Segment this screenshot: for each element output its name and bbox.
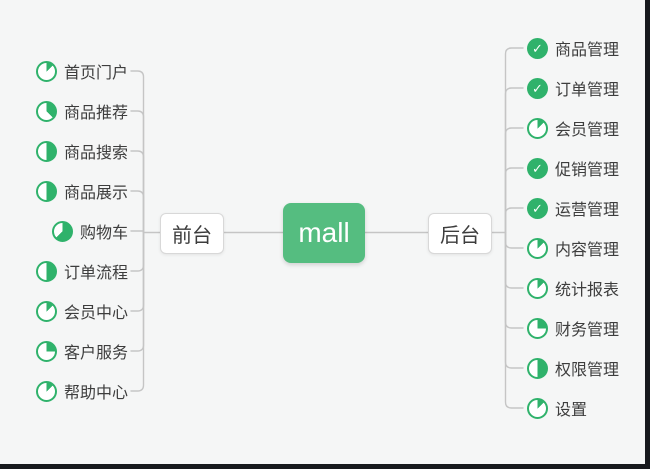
window-edge-bottom: [0, 464, 650, 469]
task-done-icon: ✓: [527, 157, 548, 179]
task-progress-icon: [527, 317, 548, 339]
task-progress-icon: [35, 260, 57, 282]
topic-item[interactable]: 内容管理: [527, 235, 619, 261]
task-progress-icon: [35, 60, 57, 82]
task-progress-icon: [527, 237, 548, 259]
task-progress-icon: [527, 117, 548, 139]
topic-item-label: 会员中心: [63, 305, 128, 322]
topic-item-label: 运营管理: [555, 202, 620, 219]
topic-item[interactable]: 商品推荐: [35, 98, 128, 124]
topic-item-label: 商品管理: [555, 42, 620, 59]
topic-item-label: 商品展示: [63, 185, 128, 202]
topic-item[interactable]: ✓ 运营管理: [527, 195, 619, 221]
task-done-icon: ✓: [527, 197, 548, 219]
branch-topic-front[interactable]: 前台: [160, 213, 224, 254]
topic-item-label: 订单流程: [63, 265, 128, 282]
branch-topic-back[interactable]: 后台: [428, 213, 492, 254]
task-progress-icon: [527, 397, 548, 419]
topic-item-label: 促销管理: [555, 162, 620, 179]
task-progress-icon: [35, 380, 57, 402]
topic-item[interactable]: 商品搜索: [35, 138, 128, 164]
topic-item[interactable]: 购物车: [51, 218, 128, 244]
topic-item[interactable]: 帮助中心: [35, 378, 128, 404]
topic-item[interactable]: 订单流程: [35, 258, 128, 284]
window-edge-right: [645, 0, 650, 469]
task-progress-icon: [527, 277, 548, 299]
task-done-icon: ✓: [527, 77, 548, 99]
topic-item-label: 设置: [555, 402, 588, 419]
topic-item[interactable]: 会员管理: [527, 115, 619, 141]
topic-item[interactable]: 统计报表: [527, 275, 619, 301]
topic-item-label: 财务管理: [555, 322, 620, 339]
topic-item-label: 商品推荐: [63, 105, 128, 122]
topic-item[interactable]: 设置: [527, 395, 587, 421]
task-done-icon: ✓: [527, 37, 548, 59]
task-progress-icon: [35, 300, 57, 322]
topic-item-label: 内容管理: [555, 242, 620, 259]
topic-item-label: 购物车: [79, 225, 128, 242]
topic-item[interactable]: 财务管理: [527, 315, 619, 341]
topic-item[interactable]: ✓ 商品管理: [527, 35, 619, 61]
topic-item-label: 订单管理: [555, 82, 620, 99]
topic-item-label: 会员管理: [555, 122, 620, 139]
topic-item[interactable]: 会员中心: [35, 298, 128, 324]
topic-item[interactable]: ✓ 订单管理: [527, 75, 619, 101]
task-progress-icon: [35, 140, 57, 162]
task-progress-icon: [35, 340, 57, 362]
topic-item-label: 首页门户: [63, 65, 128, 82]
topic-item[interactable]: 商品展示: [35, 178, 128, 204]
topic-item[interactable]: 权限管理: [527, 355, 619, 381]
topic-item-label: 权限管理: [555, 362, 620, 379]
topic-item-label: 帮助中心: [63, 385, 128, 402]
topic-item[interactable]: 客户服务: [35, 338, 128, 364]
topic-item-label: 商品搜索: [63, 145, 128, 162]
topic-item-label: 客户服务: [63, 345, 128, 362]
root-topic-mall[interactable]: mall: [283, 203, 365, 263]
task-progress-icon: [35, 180, 57, 202]
task-progress-icon: [35, 100, 57, 122]
task-progress-icon: [527, 357, 548, 379]
task-progress-icon: [51, 220, 73, 242]
topic-item[interactable]: ✓ 促销管理: [527, 155, 619, 181]
topic-item[interactable]: 首页门户: [35, 58, 128, 84]
topic-item-label: 统计报表: [555, 282, 620, 299]
